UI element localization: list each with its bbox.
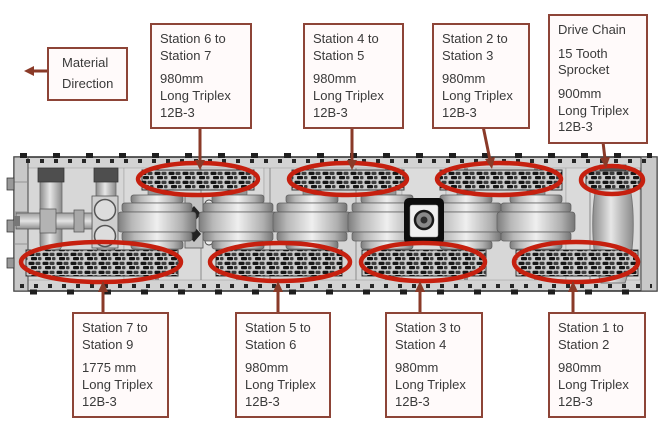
connector-st7-9 (98, 281, 108, 313)
connector-st1-2 (568, 281, 578, 313)
left-mount-tab (6, 177, 15, 191)
chain-highlight-ellipse-drive (578, 163, 646, 197)
chain-band (361, 249, 487, 277)
tensioner-roller (93, 198, 117, 222)
chain-band (515, 249, 639, 277)
callout-title: Station 2 to Station 3 (442, 31, 508, 63)
chain-highlight-ellipse-st5-6 (207, 240, 353, 284)
chain-band (141, 169, 255, 191)
chain-highlight-ellipse-st2-3 (434, 160, 564, 198)
connector-st2-3 (481, 125, 495, 169)
connector-st3-4 (415, 281, 425, 313)
callout-spec: 1775 mm Long Triplex 12B-3 (82, 360, 153, 409)
chain-band (439, 169, 563, 191)
callout-station-2-to-3: Station 2 to Station 3 980mm Long Triple… (432, 23, 530, 130)
callout-station-6-to-7: Station 6 to Station 7 980mm Long Triple… (150, 23, 252, 130)
callout-station-1-to-2: Station 1 to Station 2 980mm Long Triple… (548, 312, 646, 419)
material-direction-box: Material Direction (47, 47, 128, 101)
chain-highlight-ellipse-st3-4 (358, 240, 488, 284)
chain-bands-bottom (25, 249, 639, 277)
connector-st5-6 (273, 281, 283, 313)
chain-highlight-ellipse-st4-5 (286, 160, 410, 198)
callout-spec: 980mm Long Triplex 12B-3 (160, 71, 231, 120)
callout-title: Station 6 to Station 7 (160, 31, 226, 63)
arrow-left-icon (24, 66, 47, 76)
machine-left-section (14, 167, 119, 253)
callout-title: Station 3 to Station 4 (395, 320, 461, 352)
callout-title: Station 1 to Station 2 (558, 320, 624, 352)
material-direction-label: Material Direction (62, 55, 114, 91)
chain-band (291, 169, 405, 191)
callout-spec: 980mm Long Triplex 12B-3 (313, 71, 384, 120)
chain-highlights (18, 160, 646, 285)
callout-connectors (24, 66, 610, 313)
chain-band (585, 170, 641, 190)
callout-spec: 900mm Long Triplex 12B-3 (558, 85, 629, 135)
callout-station-7-to-9: Station 7 to Station 9 1775 mm Long Trip… (72, 312, 169, 419)
drive-coupling-device (404, 198, 444, 244)
connector-st6-7 (195, 125, 205, 170)
chain-band (215, 249, 343, 277)
callout-spec: 980mm Long Triplex 12B-3 (245, 360, 316, 409)
callout-title: Station 4 to Station 5 (313, 31, 379, 63)
callout-drive-chain: Drive Chain 15 Tooth Sprocket 900mm Long… (548, 14, 648, 144)
callout-title: Station 5 to Station 6 (245, 320, 311, 352)
chain-highlight-ellipse-st1-2 (511, 239, 641, 285)
callout-title: Station 7 to Station 9 (82, 320, 148, 352)
callout-spec: 980mm Long Triplex 12B-3 (442, 71, 513, 120)
chain-bands-top (141, 169, 641, 191)
callout-subtitle: 15 Tooth Sprocket (558, 45, 610, 78)
left-mount-tab (6, 219, 15, 233)
callout-title: Drive Chain (558, 22, 626, 37)
chain-highlight-ellipse-st7-9 (18, 239, 184, 285)
connector-st4-5 (347, 125, 357, 170)
connector-drive-chain (600, 141, 610, 168)
chain-band (25, 249, 179, 277)
callout-station-4-to-5: Station 4 to Station 5 980mm Long Triple… (303, 23, 404, 130)
left-mount-tab (6, 257, 15, 269)
callout-spec: 980mm Long Triplex 12B-3 (395, 360, 466, 409)
callout-station-5-to-6: Station 5 to Station 6 980mm Long Triple… (235, 312, 331, 419)
callout-station-3-to-4: Station 3 to Station 4 980mm Long Triple… (385, 312, 483, 419)
callout-spec: 980mm Long Triplex 12B-3 (558, 360, 629, 409)
